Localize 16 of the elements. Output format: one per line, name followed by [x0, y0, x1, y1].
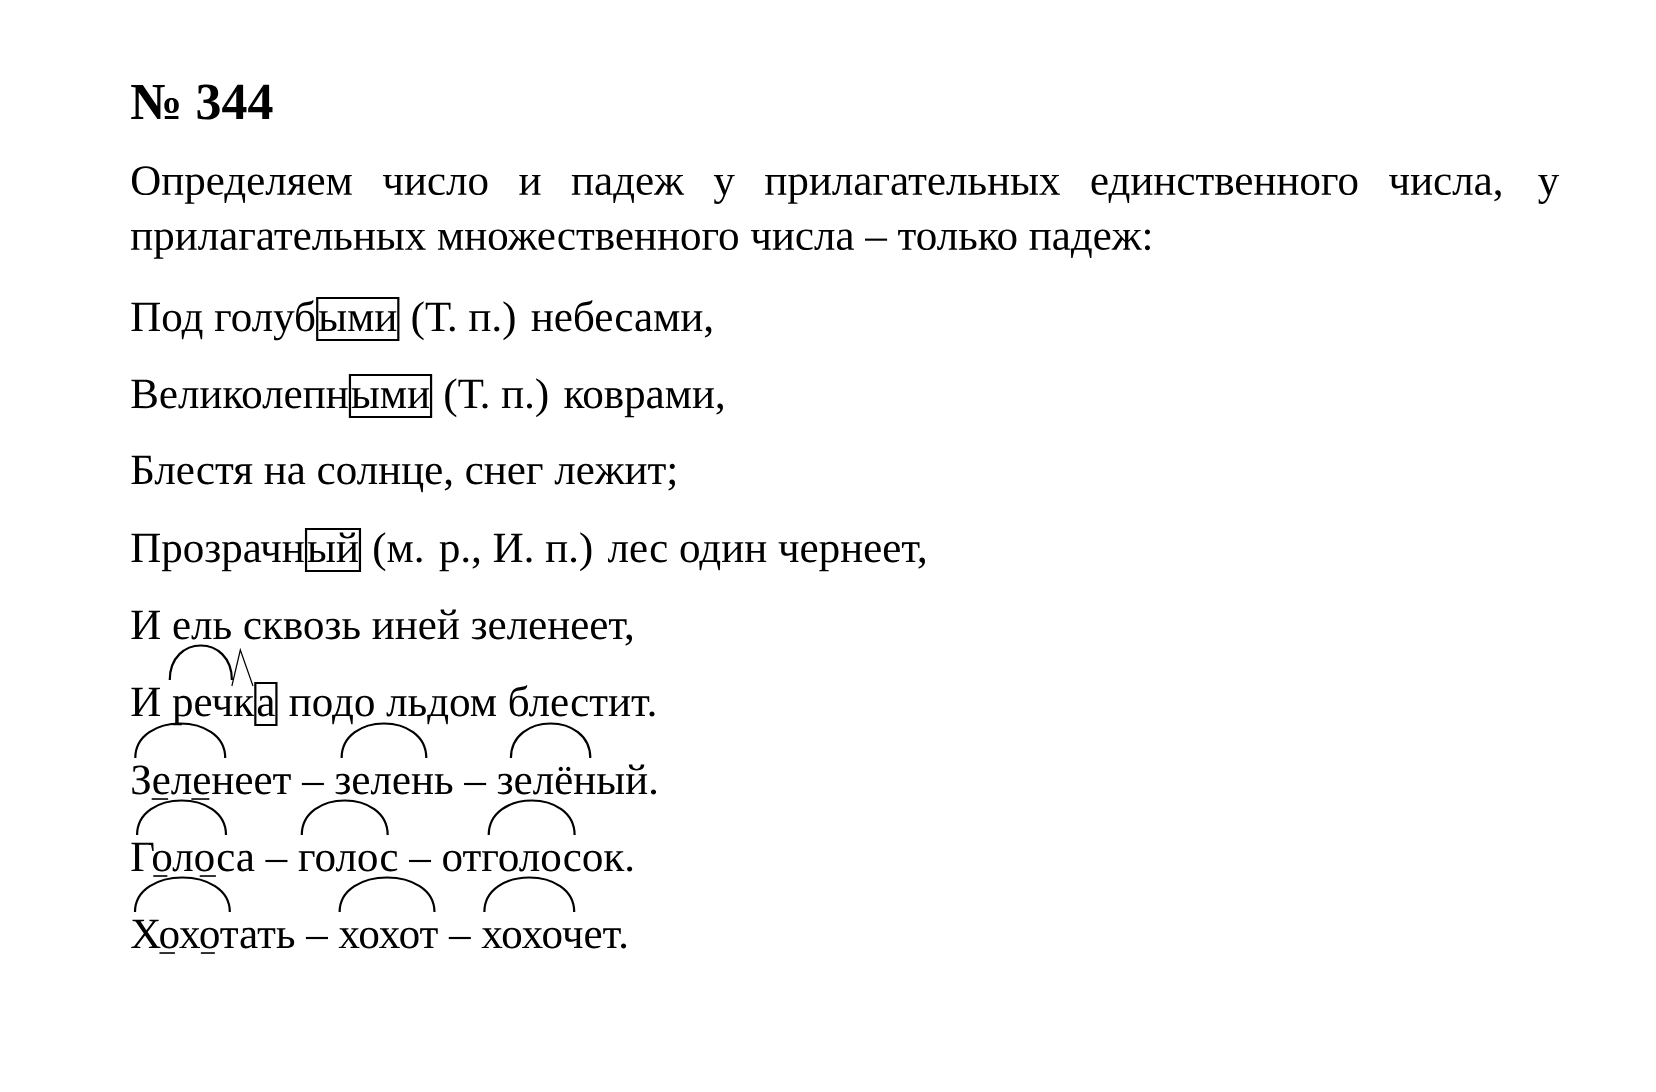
text-line: Голоса – голос – отголосок.	[131, 842, 633, 872]
exercise-number: № 344	[131, 84, 273, 120]
ending-box: а	[254, 681, 278, 727]
text-line: (м. р., И. п.) лес один чернеет,	[374, 532, 925, 572]
ending-box: ыми	[348, 373, 433, 419]
text-line: Блестя на солнце, снег лежит;	[131, 455, 675, 493]
ending-box: ыми	[316, 296, 400, 342]
text-line: Хохотать – хохот – хохочет.	[131, 919, 627, 949]
text-line: подо льдом блестит.	[289, 685, 655, 725]
text-line: Зеленеет – зелень – зелёный.	[132, 764, 657, 795]
text-line: (Т. п.) коврами,	[445, 378, 723, 418]
text-line: Великолепн	[131, 379, 348, 409]
text-line: И ель сквозь иней зеленеет,	[131, 609, 632, 646]
text-line: Под голуб	[131, 300, 315, 341]
text-line: (Т. п.) небесами,	[412, 300, 712, 341]
ending-box: ый	[304, 527, 362, 573]
